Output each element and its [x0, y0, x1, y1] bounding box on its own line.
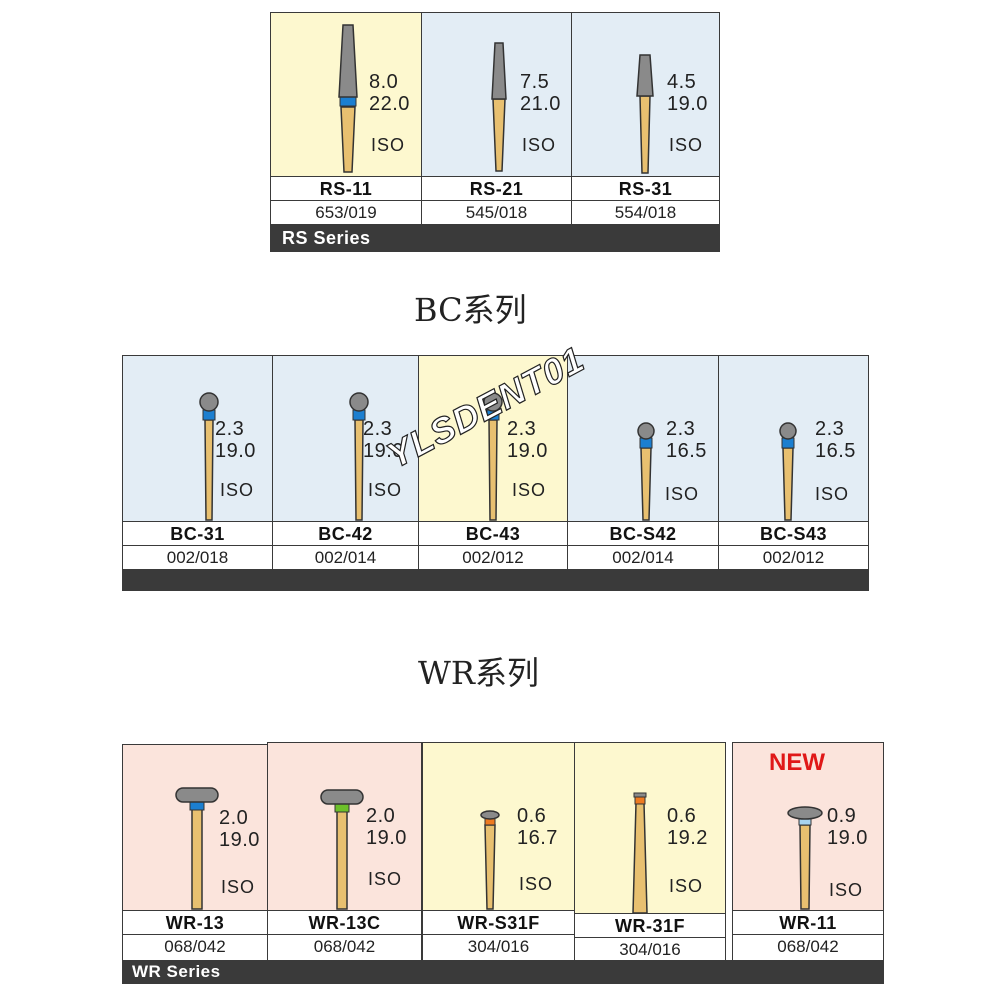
bur-tapered-icon	[491, 42, 507, 172]
iso-label: ISO	[512, 480, 547, 500]
iso-label: ISO	[665, 484, 700, 504]
iso-number: 068/042	[268, 934, 421, 959]
bur-ball-icon	[483, 392, 503, 521]
iso-number: 068/042	[733, 934, 883, 959]
product-panel	[423, 743, 574, 910]
bur-tapered-icon	[338, 24, 358, 173]
product-code: WR-S31F	[423, 910, 574, 935]
iso-number: 002/012	[719, 545, 868, 570]
iso-label: ISO	[221, 877, 256, 897]
product-panel	[575, 743, 725, 913]
product-code: WR-11	[733, 910, 883, 935]
bur-ball-icon	[199, 392, 219, 521]
bc-section-title: BC系列	[414, 291, 527, 329]
iso-number: 554/018	[572, 200, 719, 225]
iso-label: ISO	[815, 484, 850, 504]
bur-wheel-icon	[320, 789, 364, 910]
iso-label: ISO	[669, 135, 704, 155]
product-panel	[273, 356, 418, 521]
product-code: WR-13C	[268, 910, 421, 935]
product-code: BC-31	[123, 521, 272, 546]
product-code: RS-31	[572, 176, 719, 201]
product-code: WR-31F	[575, 913, 725, 938]
iso-label: ISO	[519, 874, 554, 894]
iso-number: 304/016	[423, 934, 574, 959]
iso-number: 002/018	[123, 545, 272, 570]
iso-number: 304/016	[575, 937, 725, 962]
bur-disc-icon	[787, 806, 823, 910]
bur-ball-short-icon	[637, 422, 655, 521]
product-code: BC-42	[273, 521, 418, 546]
wr-section-title: WR系列	[418, 654, 539, 692]
series-footer-bar: WR Series	[122, 960, 884, 984]
iso-number: 068/042	[123, 934, 267, 959]
product-code: RS-11	[271, 176, 421, 201]
new-badge: NEW	[769, 749, 825, 776]
product-code: RS-21	[422, 176, 571, 201]
iso-label: ISO	[368, 480, 403, 500]
bur-fine-disc-icon	[480, 810, 500, 910]
bur-wheel-icon	[175, 787, 219, 910]
product-code: BC-S43	[719, 521, 868, 546]
bur-ball-short-icon	[779, 422, 797, 521]
iso-label: ISO	[220, 480, 255, 500]
iso-number: 545/018	[422, 200, 571, 225]
series-footer-bar	[122, 569, 869, 591]
product-code: BC-43	[419, 521, 567, 546]
product-panel	[123, 356, 272, 521]
product-code: WR-13	[123, 910, 267, 935]
iso-label: ISO	[368, 869, 403, 889]
iso-number: 653/019	[271, 200, 421, 225]
iso-label: ISO	[669, 876, 704, 896]
bur-short-tapered-icon	[636, 54, 654, 174]
product-code: BC-S42	[568, 521, 718, 546]
iso-number: 002/014	[568, 545, 718, 570]
bur-fine-tapered-icon	[632, 792, 648, 914]
bur-ball-icon	[349, 392, 369, 521]
iso-label: ISO	[829, 880, 864, 900]
iso-label: ISO	[371, 135, 406, 155]
iso-number: 002/014	[273, 545, 418, 570]
iso-label: ISO	[522, 135, 557, 155]
iso-number: 002/012	[419, 545, 567, 570]
series-footer-bar: RS Series	[270, 224, 720, 252]
